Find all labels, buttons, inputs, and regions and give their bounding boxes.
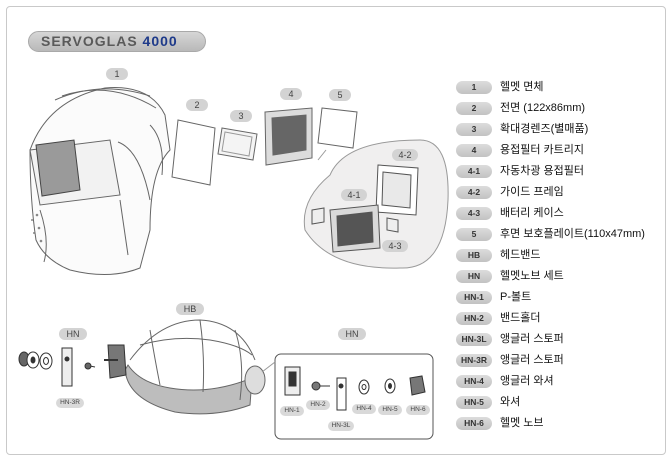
legend-name: 헤드밴드 xyxy=(500,249,541,261)
legend-name: 헬멧노브 세트 xyxy=(500,270,564,282)
label-rear-protect: 5 xyxy=(329,89,351,101)
legend-name: 확대경렌즈(별매품) xyxy=(500,123,589,135)
label-hn-4: HN-4 xyxy=(352,404,376,414)
title-model: 4000 xyxy=(142,33,178,49)
label-hn-5: HN-5 xyxy=(378,405,402,415)
legend-code: HN-4 xyxy=(456,375,492,388)
legend-code: HB xyxy=(456,249,492,262)
legend-code: 2 xyxy=(456,102,492,115)
legend-name: 자동차광 용접필터 xyxy=(500,165,585,177)
diagram-title: SERVOGLAS 4000 xyxy=(28,31,206,52)
legend-code: HN-2 xyxy=(456,312,492,325)
legend-code: HN-3R xyxy=(456,354,492,367)
legend-code: HN xyxy=(456,270,492,283)
label-hn-left: HN xyxy=(59,328,87,340)
label-hn-3l: HN-3L xyxy=(328,421,354,431)
front-plate xyxy=(171,119,216,186)
label-magnifier: 3 xyxy=(230,110,252,122)
label-hn-right: HN xyxy=(338,328,366,340)
label-hn-1: HN-1 xyxy=(280,406,304,416)
legend-name: 가이드 프레임 xyxy=(500,186,564,198)
legend-name: 헬멧 면체 xyxy=(500,81,544,93)
legend-name: 앵글러 스토퍼 xyxy=(500,333,564,345)
legend-name: 와셔 xyxy=(500,396,521,408)
title-brand: SERVOGLAS xyxy=(41,33,138,49)
legend-name: 앵글러 스토퍼 xyxy=(500,354,564,366)
legend-code: HN-5 xyxy=(456,396,492,409)
legend-code: 4-2 xyxy=(456,186,492,199)
label-4-3: 4-3 xyxy=(382,240,408,252)
legend-name: 밴드홀더 xyxy=(500,312,541,324)
legend-name: 앵글러 와셔 xyxy=(500,375,554,387)
rear-protect-plate xyxy=(317,107,358,149)
label-4-1: 4-1 xyxy=(341,189,367,201)
legend-code: 5 xyxy=(456,228,492,241)
label-front: 2 xyxy=(186,99,208,111)
legend-code: HN-1 xyxy=(456,291,492,304)
legend-code: 4-3 xyxy=(456,207,492,220)
label-helmet: 1 xyxy=(106,68,128,80)
legend-code: HN-6 xyxy=(456,417,492,430)
legend-name: 용접필터 카트리지 xyxy=(500,144,585,156)
label-4-2: 4-2 xyxy=(392,149,418,161)
legend-name: P-볼트 xyxy=(500,291,532,303)
label-hn-6: HN-6 xyxy=(406,405,430,415)
legend-code: 1 xyxy=(456,81,492,94)
legend-code: 3 xyxy=(456,123,492,136)
legend-code: 4 xyxy=(456,144,492,157)
label-hn-2: HN-2 xyxy=(306,400,330,410)
legend-code: HN-3L xyxy=(456,333,492,346)
label-hn-3r: HN-3R xyxy=(56,398,84,408)
legend-name: 전면 (122x86mm) xyxy=(500,102,586,114)
legend-name: 배터리 케이스 xyxy=(500,207,564,219)
legend-code: 4-1 xyxy=(456,165,492,178)
label-cartridge: 4 xyxy=(280,88,302,100)
legend-name: 후면 보호플레이트(110x47mm) xyxy=(500,228,645,240)
label-headband: HB xyxy=(176,303,204,315)
legend-name: 헬멧 노브 xyxy=(500,417,544,429)
